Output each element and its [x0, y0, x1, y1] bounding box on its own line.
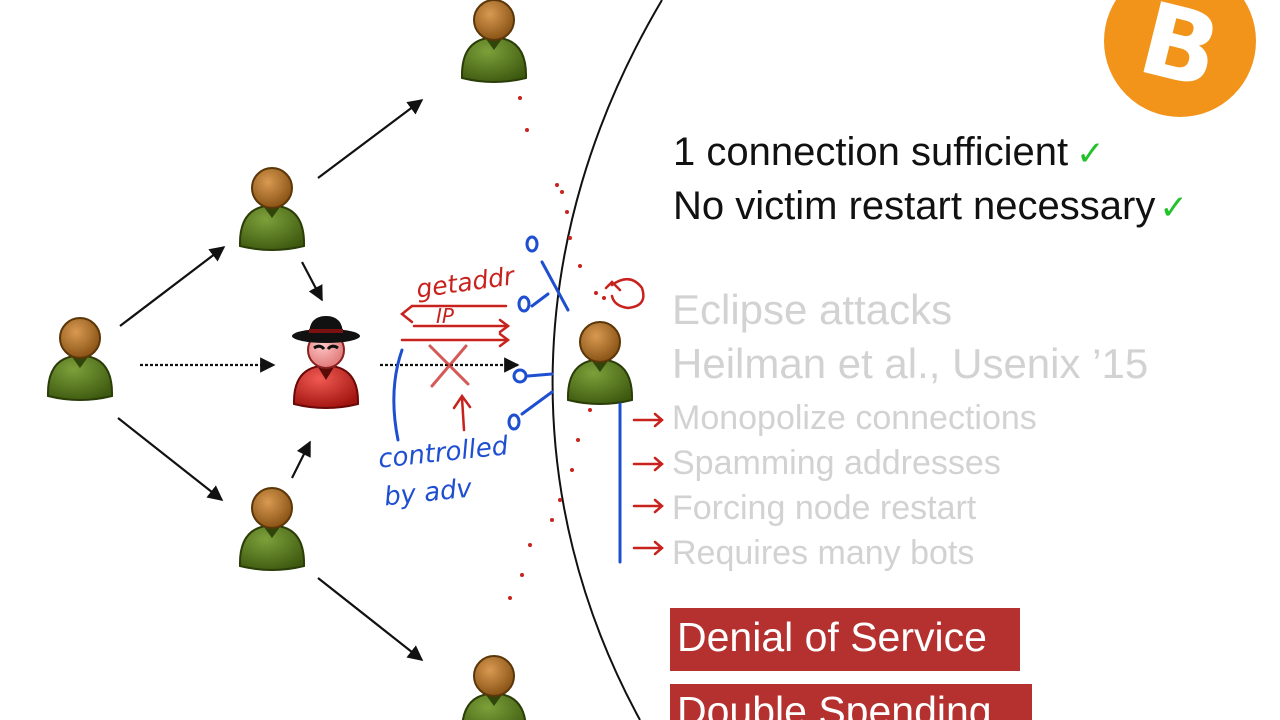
highlight-line-2: No victim restart necessary✓ — [673, 184, 1188, 229]
edge-arrow — [117, 417, 224, 501]
bullet-arrows — [632, 412, 664, 556]
edge-arrow — [317, 99, 424, 179]
honest-node-icon — [460, 0, 528, 83]
edge-arrow — [119, 246, 226, 327]
pointer-arrow — [452, 393, 472, 432]
edge-arrow — [291, 440, 311, 479]
honest-node-icon — [238, 487, 306, 571]
cross-mark — [428, 344, 470, 388]
victim-node-icon — [566, 321, 634, 405]
victim-boundary-curve — [551, 0, 663, 720]
adversary-spy-icon — [292, 316, 360, 409]
reference-title: Eclipse attacks — [672, 286, 953, 333]
bullet-item: Requires many bots — [672, 534, 975, 572]
honest-node-icon — [460, 655, 528, 720]
outcome-box: Double Spending — [670, 684, 1032, 720]
bullet-item: Monopolize connections — [672, 399, 1037, 437]
highlight-text: 1 connection sufficient — [673, 130, 1069, 174]
bullet-item: Spamming addresses — [672, 444, 1001, 482]
edge-arrow — [317, 577, 424, 661]
bullet-item: Forcing node restart — [672, 489, 977, 527]
check-icon: ✓ — [1076, 134, 1105, 174]
getaddr-annotation — [399, 304, 511, 348]
ip-label: IP — [436, 304, 454, 328]
check-icon: ✓ — [1159, 188, 1188, 228]
honest-node-icon — [46, 317, 114, 401]
edge-arrow — [301, 261, 323, 302]
bitcoin-logo: B — [1104, 0, 1256, 117]
highlight-line-1: 1 connection sufficient✓ — [673, 130, 1105, 175]
dotted-connections — [508, 96, 606, 600]
highlight-text: No victim restart necessary — [673, 184, 1156, 228]
honest-node-icon — [238, 167, 306, 251]
adversary-controlled-connections — [392, 235, 622, 564]
outcome-box: Denial of Service — [670, 608, 1020, 671]
restart-loop-arrow — [604, 278, 645, 310]
reference-citation: Heilman et al., Usenix ’15 — [672, 340, 1149, 387]
